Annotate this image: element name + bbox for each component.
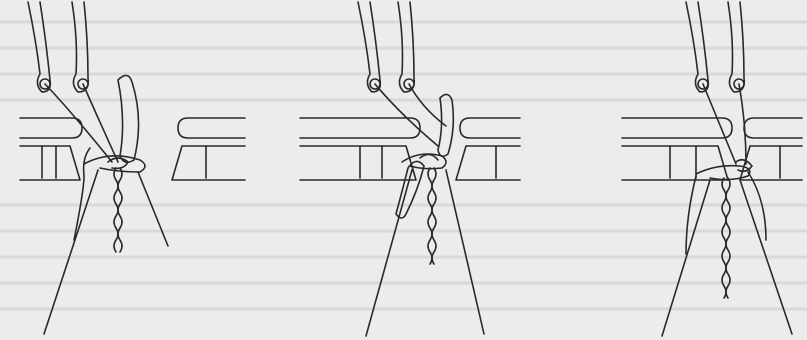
yarn-guide-arm-right [398,2,414,92]
needle-bed-left [622,118,732,180]
needle-bed-left [300,118,420,180]
yarn-strand [739,84,746,164]
yarn-guide-arm-left [358,2,380,92]
crochet-chain [428,168,432,264]
needle-bed-right [172,118,245,180]
needle-bed-right [456,118,520,180]
crochet-chain [432,168,436,264]
yarn-guide-arm-right [72,2,88,92]
yarn-guide-arm-left [686,2,708,92]
yarn-guide-arm-left [28,2,50,92]
yarn-strand [366,170,412,336]
yarn-strand [138,172,168,246]
yarn-strand [662,180,710,336]
yarn-strand [45,84,112,162]
diagram-panel-step-3 [540,0,807,340]
hand-tool [118,75,139,162]
diagram-panel-step-2 [270,0,530,340]
crochet-chain [118,168,122,252]
yarn-loop [108,158,128,168]
yarn-strand [375,84,438,146]
diagram-panel-step-1 [0,0,260,340]
yarn-strand [740,180,792,334]
needle-bed-left [20,118,82,180]
yarn-strand [44,170,98,334]
hand-tool [396,161,424,218]
yarn-strand [446,170,484,334]
crochet-chain [726,178,730,298]
yarn-guide-arm-right [728,2,744,92]
